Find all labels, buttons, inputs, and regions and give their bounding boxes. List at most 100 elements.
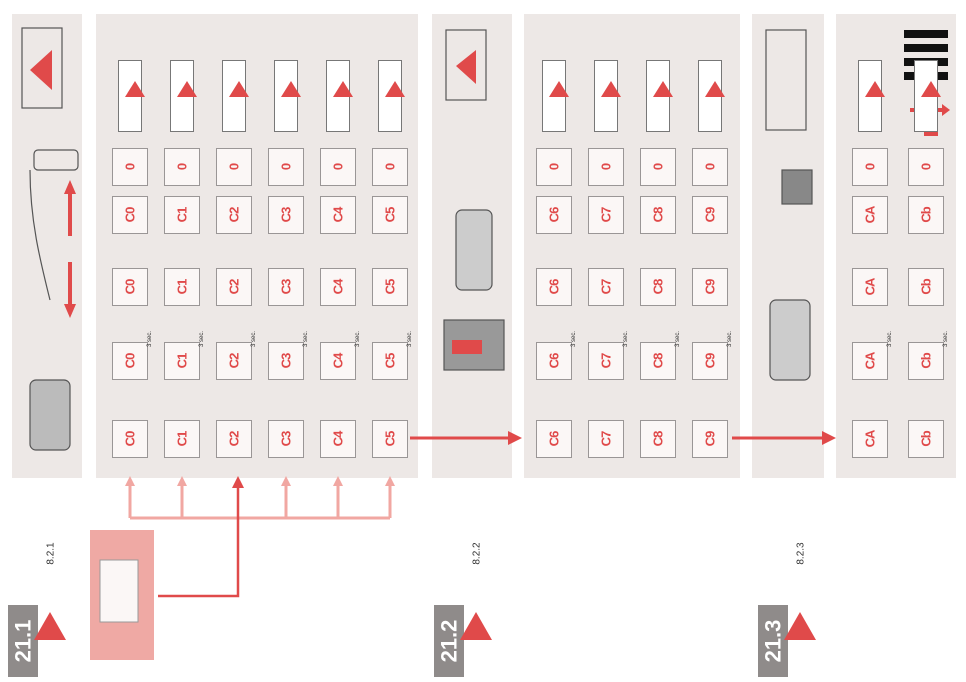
hold-duration-label: 3 sec.	[303, 331, 309, 347]
hold-duration-label: 3 sec.	[147, 331, 153, 347]
device-sketch	[118, 60, 142, 132]
code-display: C3	[268, 196, 304, 234]
code-display-value: C1	[175, 280, 190, 295]
code-display-value: C1	[175, 354, 190, 369]
code-display: C6	[536, 196, 572, 234]
code-display: C3	[268, 268, 304, 306]
mode-display: 0	[112, 148, 148, 186]
code-display-value: C0	[123, 208, 138, 223]
code-display: C5	[372, 420, 408, 458]
device-sketch	[698, 60, 722, 132]
code-display-value: C7	[599, 208, 614, 223]
mode-display: 0	[536, 148, 572, 186]
code-display-value: C2	[227, 354, 242, 369]
code-display: C8	[640, 342, 676, 380]
code-display-value: C4	[331, 208, 346, 223]
code-display: C0	[112, 268, 148, 306]
device-sketch	[326, 60, 350, 132]
code-display: C2	[216, 342, 252, 380]
code-display: C2	[216, 196, 252, 234]
code-display: C3	[268, 342, 304, 380]
code-display-value: C3	[279, 432, 294, 447]
code-display: Cb	[908, 196, 944, 234]
code-display: CA	[852, 342, 888, 380]
device-sketch	[646, 60, 670, 132]
code-display: C4	[320, 342, 356, 380]
mode-display-value: 0	[599, 164, 614, 170]
code-display: C1	[164, 268, 200, 306]
hold-duration-label: 3 sec.	[727, 331, 733, 347]
code-display-value: Cb	[919, 431, 934, 446]
code-display: C9	[692, 342, 728, 380]
code-display: Cb	[908, 342, 944, 380]
code-display-value: C4	[331, 280, 346, 295]
mode-display-value: 0	[331, 164, 346, 170]
code-display: CA	[852, 196, 888, 234]
code-display: C4	[320, 196, 356, 234]
code-display-value: CA	[863, 431, 878, 448]
code-display: CA	[852, 420, 888, 458]
code-display-value: C6	[547, 280, 562, 295]
code-display: C9	[692, 196, 728, 234]
code-display: C3	[268, 420, 304, 458]
code-display: C6	[536, 342, 572, 380]
hold-duration-label: 3 sec.	[943, 331, 949, 347]
code-display: C4	[320, 420, 356, 458]
connector-lines	[130, 482, 390, 518]
device-sketch	[542, 60, 566, 132]
code-display: C9	[692, 268, 728, 306]
code-display-value: CA	[863, 353, 878, 370]
code-display: C7	[588, 342, 624, 380]
mode-display: 0	[852, 148, 888, 186]
code-display-value: Cb	[919, 353, 934, 368]
hold-duration-label: 3 sec.	[251, 331, 257, 347]
mode-display-value: 0	[703, 164, 718, 170]
code-display: Cb	[908, 268, 944, 306]
code-display: C9	[692, 420, 728, 458]
code-display-value: C2	[227, 208, 242, 223]
code-display-value: C8	[651, 280, 666, 295]
mode-display-value: 0	[863, 164, 878, 170]
mode-display-value: 0	[919, 164, 934, 170]
code-display-value: C0	[123, 354, 138, 369]
code-display: C5	[372, 342, 408, 380]
mode-display-value: 0	[547, 164, 562, 170]
code-display: C5	[372, 196, 408, 234]
arrow-heads	[125, 476, 395, 488]
code-display-value: C6	[547, 432, 562, 447]
mode-display-value: 0	[279, 164, 294, 170]
code-display-value: Cb	[919, 207, 934, 222]
code-display-value: C7	[599, 280, 614, 295]
code-display: C1	[164, 196, 200, 234]
hold-duration-label: 3 sec.	[199, 331, 205, 347]
code-display-value: C5	[383, 280, 398, 295]
hold-duration-label: 3 sec.	[407, 331, 413, 347]
code-display-value: C9	[703, 432, 718, 447]
code-display-value: C9	[703, 280, 718, 295]
mode-display: 0	[268, 148, 304, 186]
hold-duration-label: 3 sec.	[571, 331, 577, 347]
mode-display: 0	[372, 148, 408, 186]
code-display-value: C9	[703, 354, 718, 369]
device-sketch	[858, 60, 882, 132]
code-display-value: C9	[703, 208, 718, 223]
code-display: C2	[216, 268, 252, 306]
code-display-value: C1	[175, 208, 190, 223]
code-display-value: C4	[331, 354, 346, 369]
code-display-value: C2	[227, 432, 242, 447]
code-display: CA	[852, 268, 888, 306]
code-display-value: CA	[863, 279, 878, 296]
code-display-value: C8	[651, 432, 666, 447]
code-display: C7	[588, 420, 624, 458]
code-display-value: C3	[279, 208, 294, 223]
code-display: C1	[164, 342, 200, 380]
code-display: C6	[536, 420, 572, 458]
code-display-value: C7	[599, 354, 614, 369]
code-display: C0	[112, 420, 148, 458]
code-display-value: C5	[383, 432, 398, 447]
mode-display: 0	[692, 148, 728, 186]
mode-display-value: 0	[123, 164, 138, 170]
code-display-value: Cb	[919, 279, 934, 294]
code-display-value: C3	[279, 280, 294, 295]
